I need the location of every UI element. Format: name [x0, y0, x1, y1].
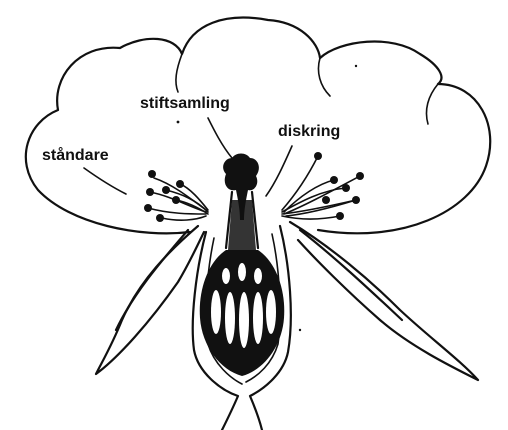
- leader-lines: [84, 118, 292, 196]
- leader-line-diskring: [266, 146, 292, 196]
- leader-line-standare: [84, 168, 126, 194]
- stamens-left: [144, 170, 208, 222]
- ovary: [200, 250, 285, 376]
- petals: [26, 18, 490, 234]
- stamens-right: [282, 152, 364, 220]
- leader-line-stiftsamling: [208, 118, 232, 158]
- label-standare: ståndare: [42, 146, 109, 164]
- label-diskring: diskring: [278, 123, 340, 140]
- style-column: [223, 154, 259, 251]
- label-stiftsamling: stiftsamling: [140, 95, 230, 112]
